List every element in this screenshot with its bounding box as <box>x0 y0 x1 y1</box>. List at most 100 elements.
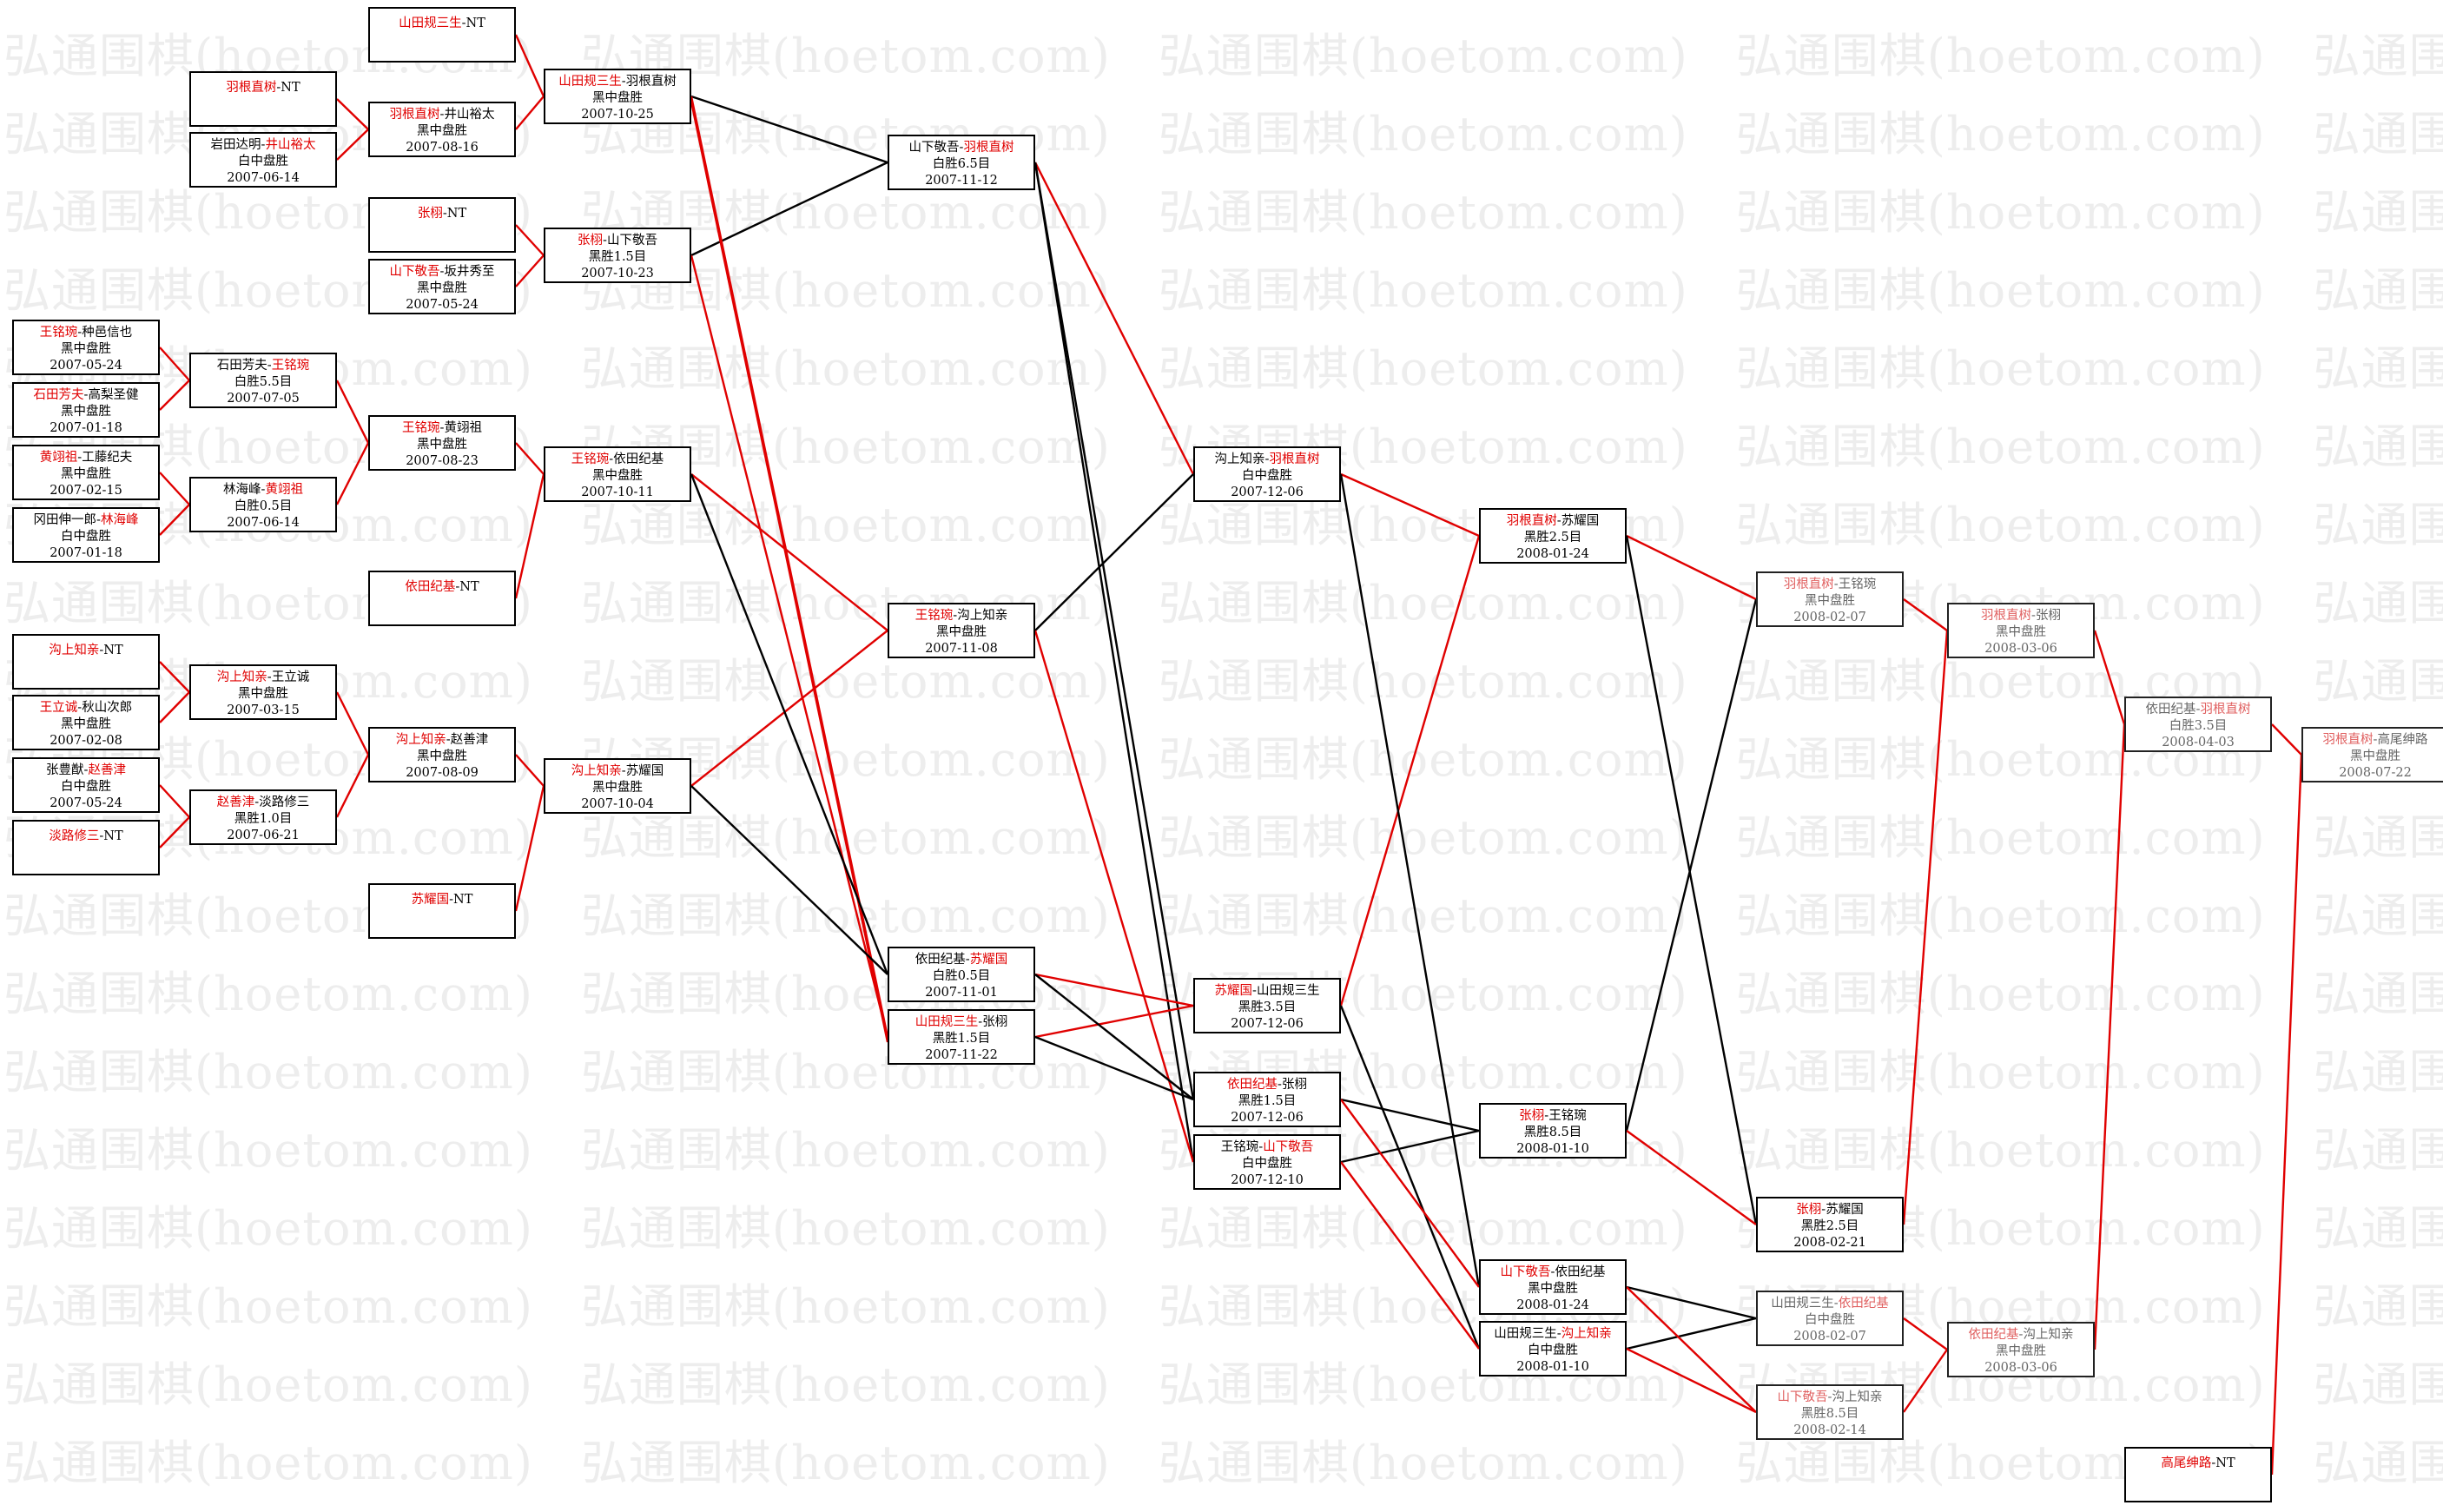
separator: - <box>261 138 266 152</box>
matchup: 王立诚-秋山次郎 <box>14 700 158 716</box>
player-1: 张栩 <box>1796 1203 1822 1217</box>
game-result: 黑中盘胜 <box>61 467 111 481</box>
separator: - <box>1833 1297 1839 1311</box>
advance-line <box>515 224 545 256</box>
game-date: 2007-02-15 <box>50 484 122 498</box>
player-2: 苏耀国 <box>1561 514 1600 528</box>
player-1: 沟上知亲 <box>395 733 446 747</box>
player-2: 依田纪基 <box>1838 1297 1889 1311</box>
game-date: 2007-11-08 <box>925 642 998 656</box>
game-box: 高尾绅路-NT <box>2124 1447 2272 1502</box>
game-result: 黑胜1.5目 <box>1238 1094 1297 1108</box>
game-date: 2007-06-14 <box>227 516 300 530</box>
game-result: 白中盘胜 <box>1805 1313 1855 1327</box>
game-date: 2008-03-06 <box>1984 1361 2057 1375</box>
game-date: 2007-03-15 <box>227 703 300 717</box>
player-2: 淡路修三 <box>259 796 310 809</box>
player-1: 依田纪基 <box>1227 1078 1278 1092</box>
player-1: 山下敬吾 <box>389 265 440 279</box>
game-date: 2008-02-07 <box>1793 1330 1866 1344</box>
matchup: 山下敬吾-坂井秀至 <box>370 264 514 281</box>
separator: - <box>442 207 447 221</box>
game-result: 黑中盘胜 <box>1528 1282 1578 1296</box>
game-date: 2008-01-24 <box>1516 547 1589 561</box>
player-2: NT <box>281 81 300 95</box>
game-box: 张栩-NT <box>368 197 516 253</box>
advance-line <box>335 754 370 818</box>
game-date: 2007-05-24 <box>50 796 122 810</box>
player-2: 秋山次郎 <box>82 701 133 715</box>
game-result: 黑胜2.5目 <box>1523 531 1582 545</box>
game-date: 2007-01-18 <box>50 546 122 560</box>
player-2: 张栩 <box>1281 1078 1307 1092</box>
game-date: 2008-01-10 <box>1516 1360 1589 1374</box>
game-result: 黑胜8.5目 <box>1523 1126 1582 1139</box>
matchup: 沟上知亲-NT <box>14 643 158 659</box>
game-box: 苏耀国-NT <box>368 883 516 939</box>
game-result: 白中盘胜 <box>1528 1344 1578 1357</box>
player-2: NT <box>446 207 467 221</box>
advance-line <box>1903 1349 1948 1413</box>
drop-line <box>1033 162 1195 1163</box>
player-1: 沟上知亲 <box>49 644 100 657</box>
drop-line <box>1626 1317 1757 1350</box>
advance-line <box>690 473 888 631</box>
game-result: 白胜6.5目 <box>932 157 991 171</box>
advance-line <box>2093 630 2126 725</box>
separator: - <box>2373 733 2378 747</box>
player-2: NT <box>2215 1456 2235 1470</box>
matchup: 王铭琬-山下敬吾 <box>1195 1139 1339 1156</box>
player-1: 王铭琬 <box>39 326 78 340</box>
advance-line <box>1902 630 1949 1225</box>
player-2: 羽根直树 <box>1269 452 1320 466</box>
player-1: 王铭琬 <box>571 452 610 466</box>
advance-line <box>159 784 190 818</box>
player-2: 张栩 <box>2035 609 2061 623</box>
separator: - <box>267 670 272 684</box>
player-1: 羽根直树 <box>1506 514 1557 528</box>
advance-line <box>159 347 190 381</box>
game-result: 白胜0.5目 <box>932 969 991 983</box>
player-2: 种邑信也 <box>82 326 133 340</box>
separator: - <box>1550 1265 1555 1279</box>
drop-line <box>690 473 889 975</box>
advance-line <box>1903 598 1948 631</box>
matchup: 冈田伸一郎-林海峰 <box>14 512 158 529</box>
game-date: 2008-02-14 <box>1793 1423 1866 1437</box>
separator: - <box>439 265 445 279</box>
matchup: 沟上知亲-王立诚 <box>191 670 335 686</box>
separator: - <box>1544 1109 1549 1123</box>
player-2: 王铭琬 <box>1548 1109 1587 1123</box>
player-2: 王立诚 <box>271 670 310 684</box>
game-date: 2007-08-16 <box>406 141 479 155</box>
player-1: 高尾绅路 <box>2161 1456 2212 1470</box>
player-2: 山田规三生 <box>1256 984 1320 998</box>
game-result: 黑中盘胜 <box>592 469 643 483</box>
game-date: 2007-06-21 <box>227 829 300 842</box>
game-result: 黑胜1.5目 <box>932 1032 991 1046</box>
separator: - <box>621 75 626 89</box>
advance-line <box>1033 162 1195 475</box>
separator: - <box>276 81 281 95</box>
player-2: 山下敬吾 <box>1263 1140 1314 1154</box>
player-1: 羽根直树 <box>1981 609 2032 623</box>
game-date: 2008-04-03 <box>2162 736 2235 749</box>
player-1: 依田纪基 <box>914 953 966 967</box>
game-result: 黑中盘胜 <box>238 687 288 701</box>
player-1: 羽根直树 <box>2322 733 2374 747</box>
separator: - <box>267 359 272 373</box>
player-2: 黄翊祖 <box>444 421 482 435</box>
game-result: 黑中盘胜 <box>936 625 987 639</box>
